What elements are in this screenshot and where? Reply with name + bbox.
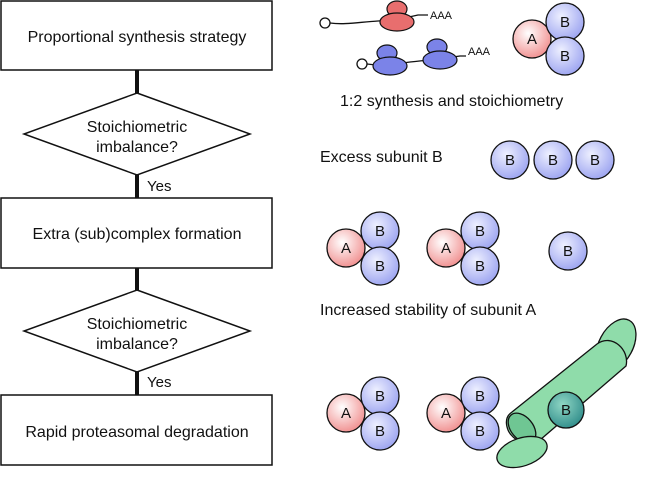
decision2-line1: Stoichiometric bbox=[87, 316, 187, 333]
complex-bottom-1-b1: B bbox=[375, 388, 385, 405]
caption-excess-b: Excess subunit B bbox=[320, 149, 443, 166]
complex-bottom-2-a: A bbox=[441, 405, 451, 422]
complex-mid-1: A B B bbox=[326, 211, 400, 286]
caption-stability: Increased stability of subunit A bbox=[320, 302, 536, 319]
complex-bottom-2-b1: B bbox=[475, 388, 485, 405]
decision2-line2: imbalance? bbox=[96, 336, 178, 353]
extra-complex-section: A B B A B B B Increased stability of sub… bbox=[320, 211, 588, 319]
excess-b2: B bbox=[548, 152, 558, 169]
step2-box bbox=[0, 197, 273, 269]
yes2-label: Yes bbox=[147, 374, 171, 391]
step3-box bbox=[0, 394, 273, 466]
degraded-b-subunit bbox=[547, 391, 585, 429]
complex-top-a: A bbox=[527, 31, 537, 48]
complex-bottom-1-a: A bbox=[341, 405, 351, 422]
complex-top-b1: B bbox=[560, 14, 570, 31]
degraded-b-label: B bbox=[561, 402, 571, 419]
ribosome-blue-1-large bbox=[372, 56, 408, 76]
free-b-mid: B bbox=[548, 231, 588, 271]
complex-mid-2-b1: B bbox=[475, 223, 485, 240]
complex-mid-1-a: A bbox=[341, 240, 351, 257]
proteasome: B bbox=[496, 318, 637, 469]
degradation-section: A B B A B B B bbox=[326, 318, 637, 469]
decision1-line1: Stoichiometric bbox=[87, 119, 187, 136]
decision1-line2: imbalance? bbox=[96, 139, 178, 156]
ribosome-blue-2-large bbox=[422, 50, 458, 70]
step3-label: Rapid proteasomal degradation bbox=[25, 424, 248, 441]
complex-mid-1-b2: B bbox=[375, 258, 385, 275]
yes1-label: Yes bbox=[147, 178, 171, 195]
free-b-mid-label: B bbox=[563, 243, 573, 260]
mrna-red: AAA bbox=[319, 0, 453, 32]
complex-mid-2: A B B bbox=[426, 211, 500, 286]
excess-b3: B bbox=[590, 152, 600, 169]
ribosome-red-large bbox=[379, 12, 415, 32]
complex-mid-1-b1: B bbox=[375, 223, 385, 240]
caption-synthesis: 1:2 synthesis and stoichiometry bbox=[340, 93, 563, 110]
complex-bottom-2-b2: B bbox=[475, 423, 485, 440]
complex-top-b2: B bbox=[560, 48, 570, 65]
complex-bottom-1: A B B bbox=[326, 376, 400, 451]
step2-label: Extra (sub)complex formation bbox=[33, 226, 242, 243]
flowchart: Proportional synthesis strategy Stoichio… bbox=[0, 0, 273, 466]
proteasome-cap-bottom bbox=[496, 435, 548, 469]
step1-box bbox=[0, 0, 273, 71]
mrna-blue: AAA bbox=[356, 38, 491, 76]
translation-illustration: AAA AAA A B B 1:2 synthesis and stoichio… bbox=[319, 0, 585, 110]
excess-b1: B bbox=[505, 152, 515, 169]
step1-label: Proportional synthesis strategy bbox=[28, 29, 247, 46]
complex-mid-2-b2: B bbox=[475, 258, 485, 275]
excess-b-section: Excess subunit B B B B bbox=[320, 140, 615, 180]
poly-a-tail-2: AAA bbox=[468, 46, 491, 58]
complex-mid-2-a: A bbox=[441, 240, 451, 257]
complex-top: A B B bbox=[512, 2, 585, 76]
complex-bottom-2: A B B bbox=[426, 376, 500, 451]
poly-a-tail-1: AAA bbox=[430, 10, 453, 22]
complex-bottom-1-b2: B bbox=[375, 423, 385, 440]
